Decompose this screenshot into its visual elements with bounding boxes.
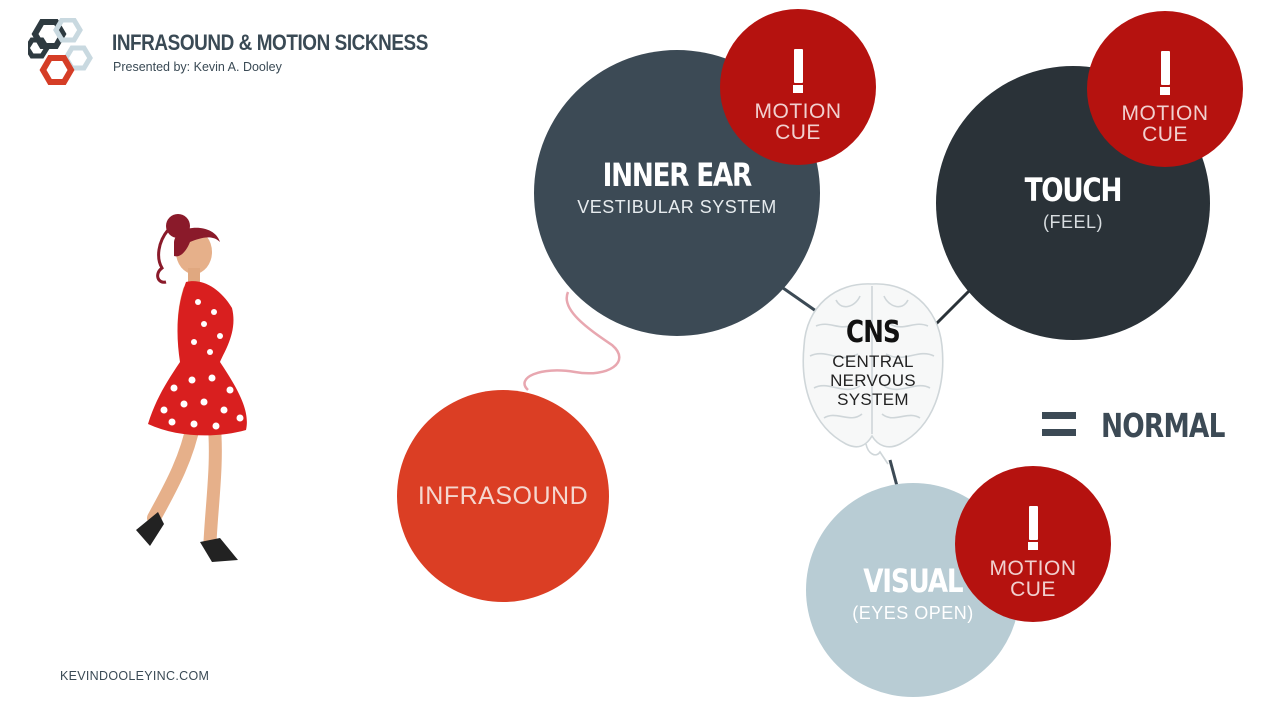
hexagon-logo-icon: [28, 18, 93, 85]
inner-ear-title: INNER EAR: [602, 155, 753, 194]
result-label: NORMAL: [1101, 406, 1225, 445]
infrasound-title: INFRASOUND: [417, 481, 589, 510]
motion-cue-badge-touch: MOTION CUE: [1087, 11, 1243, 167]
motion-cue-badge-inner-ear: MOTION CUE: [720, 9, 876, 165]
motion-cue-badge-visual: MOTION CUE: [955, 466, 1111, 622]
motion-cue-line-1: MOTION: [1121, 102, 1209, 125]
cns-line-3: SYSTEM: [837, 390, 909, 409]
motion-cue-line-2: CUE: [775, 121, 821, 144]
website-footer: KEVINDOOLEYINC.COM: [60, 669, 210, 683]
exclamation-dot: [793, 85, 803, 93]
motion-cue-line-2: CUE: [1142, 123, 1188, 146]
cns-label: CNS CENTRAL NERVOUS SYSTEM: [806, 315, 940, 410]
inner-ear-subtitle: VESTIBULAR SYSTEM: [577, 196, 777, 217]
page-title: INFRASOUND & MOTION SICKNESS: [112, 30, 428, 55]
visual-subtitle: (EYES OPEN): [852, 602, 974, 623]
equals-sign-icon: [1042, 412, 1076, 436]
motion-cue-line-2: CUE: [1010, 578, 1056, 601]
cns-line-2: NERVOUS: [830, 371, 916, 390]
visual-title: VISUAL: [863, 561, 963, 600]
walking-woman-illustration: [136, 214, 247, 562]
motion-cue-line-1: MOTION: [989, 557, 1077, 580]
infrasound-node: INFRASOUND: [397, 390, 609, 602]
exclamation-icon: [1160, 51, 1170, 85]
touch-subtitle: (FEEL): [1042, 211, 1103, 232]
motion-cue-line-1: MOTION: [754, 100, 842, 123]
touch-title: TOUCH: [1024, 170, 1123, 209]
presenter-subtitle: Presented by: Kevin A. Dooley: [113, 60, 282, 74]
exclamation-dot: [1028, 542, 1038, 550]
brain-icon: [802, 283, 944, 465]
cns-title: CNS: [846, 315, 901, 350]
exclamation-icon: [1028, 506, 1038, 540]
exclamation-dot: [1160, 87, 1170, 95]
exclamation-icon: [793, 49, 803, 83]
cns-line-1: CENTRAL: [832, 352, 914, 371]
